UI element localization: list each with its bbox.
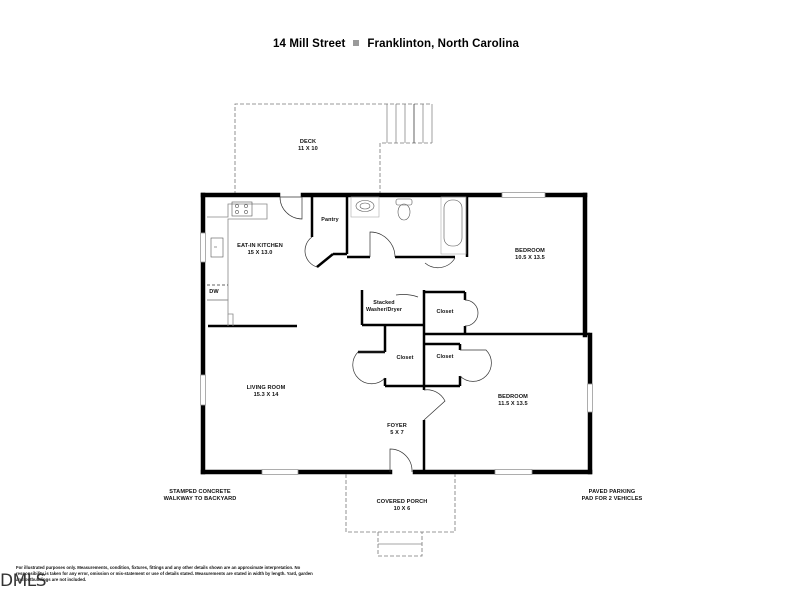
disclaimer-text: For illustrated purposes only. Measureme… <box>16 565 313 582</box>
bathroom-fixtures <box>350 196 467 255</box>
room-label-bedroom-2: BEDROOM 11.5 x 13.5 <box>483 394 543 408</box>
annotation-text: PAVED PARKING <box>588 489 636 495</box>
stove-icon <box>231 201 253 217</box>
room-name: Closet <box>436 309 454 315</box>
city-state: Franklinton, North Carolina <box>367 38 519 50</box>
room-label-closet-top: Closet <box>430 309 460 316</box>
room-name: BEDROOM <box>498 394 528 400</box>
room-dims: 11.5 x 13.5 <box>498 401 528 407</box>
room-label-closet-mid: Closet <box>430 354 460 361</box>
annotation-text: STAMPED CONCRETE <box>169 489 231 495</box>
room-dims: 15.3 x 14 <box>253 392 279 398</box>
room-dims: 15 x 13.0 <box>247 250 273 256</box>
room-label-bedroom-1: BEDROOM 10.5 x 13.5 <box>500 248 560 262</box>
room-name: Closet <box>396 355 414 361</box>
kitchen-counters <box>207 203 268 326</box>
room-label-living-room: LIVING ROOM 15.3 x 14 <box>236 385 296 399</box>
room-name: BEDROOM <box>515 248 545 254</box>
annotation-text: WALKWAY TO BACKYARD <box>163 496 237 502</box>
deck-stairs <box>386 104 433 143</box>
room-name: Pantry <box>321 217 339 223</box>
room-dims: 5 x 7 <box>390 430 404 436</box>
room-name: COVERED PORCH <box>376 499 428 505</box>
room-label-porch: COVERED PORCH 10 x 6 <box>370 499 434 513</box>
appliance-name: DW <box>209 289 219 295</box>
room-name: Closet <box>436 354 454 360</box>
room-name: LIVING ROOM <box>246 385 286 391</box>
room-label-pantry: Pantry <box>315 217 345 224</box>
street-address: 14 Mill Street <box>273 38 346 50</box>
room-name: DECK <box>299 139 317 145</box>
room-dims: 10 x 6 <box>393 506 411 512</box>
annotation-text: PAD FOR 2 VEHICLES <box>581 496 643 502</box>
label-dishwasher: DW <box>206 289 222 296</box>
room-label-deck: DECK 11 x 10 <box>278 139 338 153</box>
interior-walls <box>208 197 590 472</box>
exterior-walls <box>200 192 593 475</box>
door-swings <box>279 196 492 473</box>
annotation-walkway: STAMPED CONCRETE WALKWAY TO BACKYARD <box>155 489 245 503</box>
room-name: Stacked Washer/Dryer <box>365 300 403 313</box>
room-label-laundry: Stacked Washer/Dryer <box>362 300 406 314</box>
room-name: FOYER <box>387 423 407 429</box>
dmls-logo: DMLS <box>0 571 47 591</box>
annotation-parking: PAVED PARKING PAD FOR 2 VEHICLES <box>567 489 657 503</box>
room-name: EAT-IN KITCHEN <box>237 243 283 249</box>
property-title: 14 Mill Street Franklinton, North Carolin… <box>0 38 792 50</box>
separator-square-icon <box>353 39 360 46</box>
room-dims: 11 x 10 <box>298 146 318 152</box>
room-label-foyer: FOYER 5 x 7 <box>382 423 412 437</box>
room-label-closet-left: Closet <box>390 355 420 362</box>
room-dims: 10.5 x 13.5 <box>515 255 545 261</box>
room-label-kitchen: EAT-IN KITCHEN 15 x 13.0 <box>230 243 290 257</box>
deck-outline <box>234 103 432 195</box>
kitchen-sink-icon <box>210 237 224 258</box>
windows <box>200 192 593 475</box>
